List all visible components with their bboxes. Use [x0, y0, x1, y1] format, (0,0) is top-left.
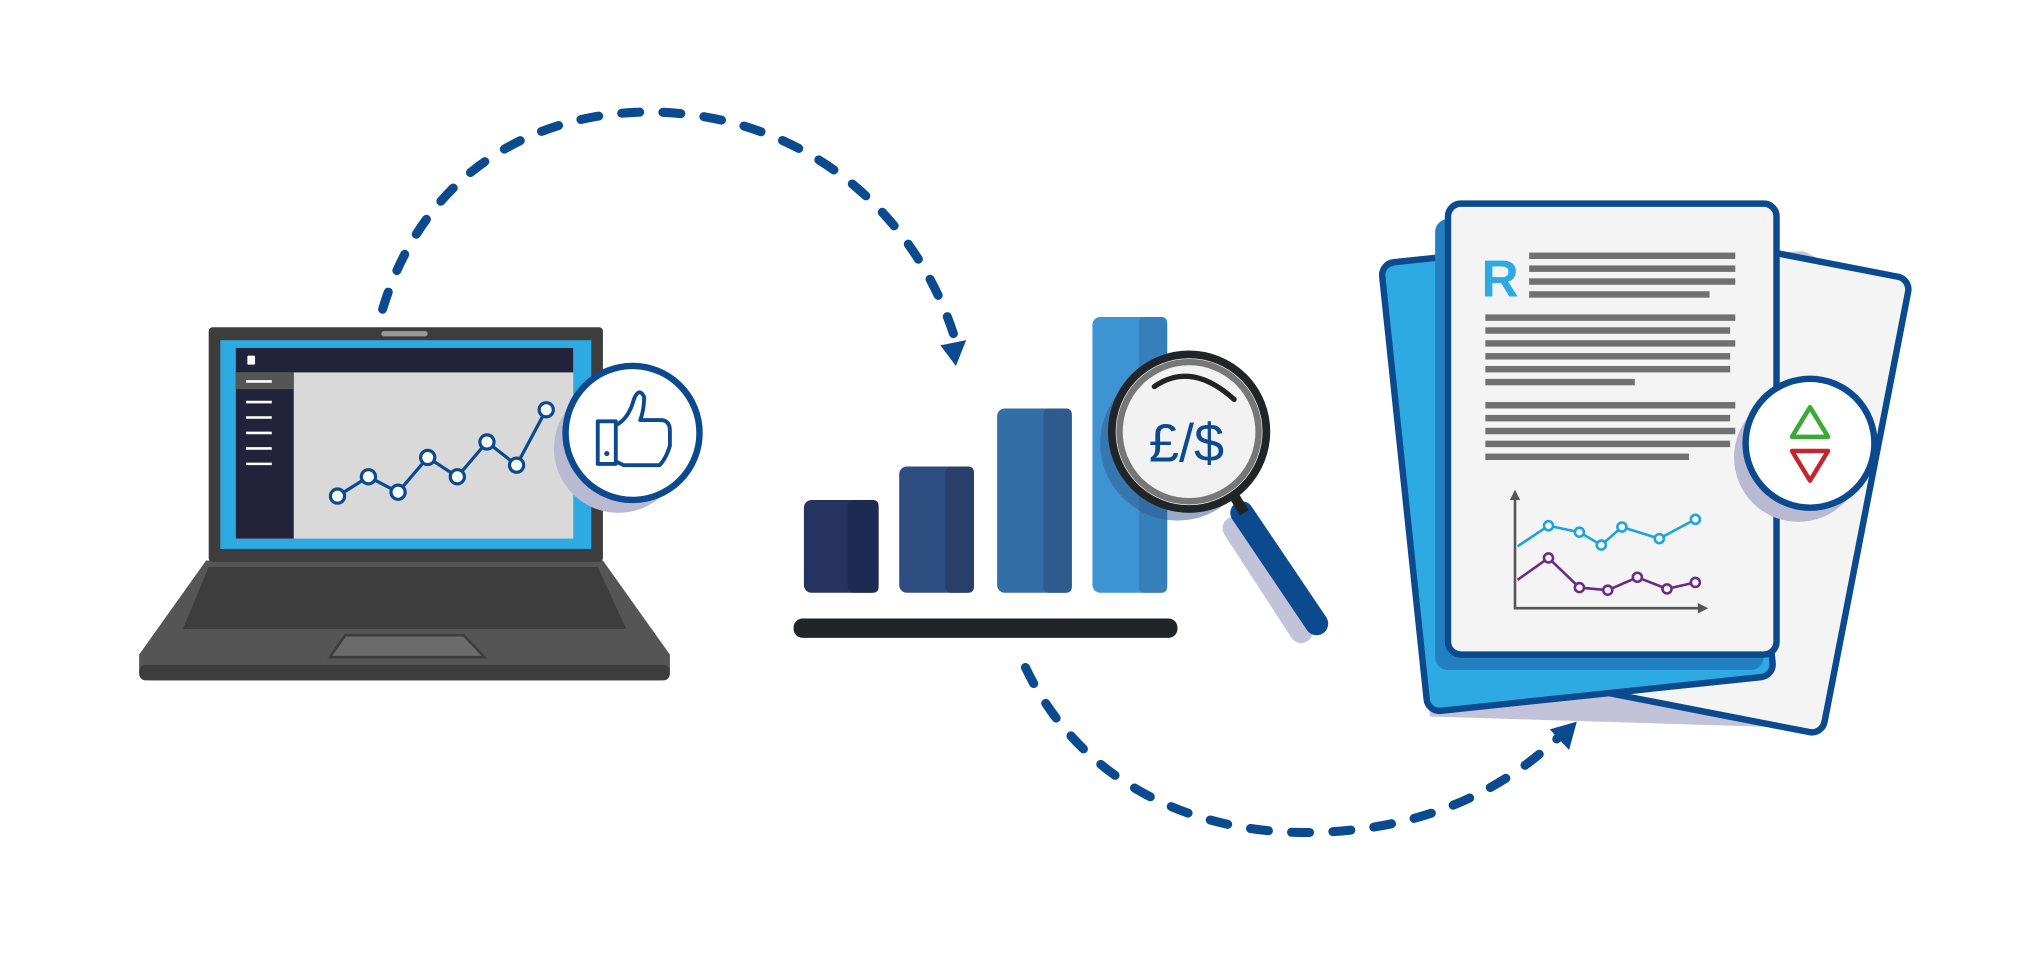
report-logo: R	[1482, 249, 1519, 307]
arrow-head-icon	[940, 340, 967, 366]
dashed-flow-arrow-top	[378, 107, 967, 366]
report-document-icon: R	[1378, 200, 1912, 736]
chart-baseline	[793, 618, 1178, 638]
magnifier-icon: £/$	[1100, 350, 1329, 643]
down-arrow-icon	[1789, 448, 1831, 483]
up-arrow-icon	[1789, 404, 1831, 440]
up-down-arrows-icon	[1734, 375, 1878, 522]
report-chart	[1509, 489, 1709, 614]
dashed-flow-arrow-bottom	[1020, 662, 1577, 837]
arrow-head-icon	[1549, 721, 1577, 750]
thumbs-up-icon	[553, 362, 703, 513]
laptop-icon	[139, 327, 670, 681]
currency-symbols: £/$	[1149, 413, 1224, 473]
